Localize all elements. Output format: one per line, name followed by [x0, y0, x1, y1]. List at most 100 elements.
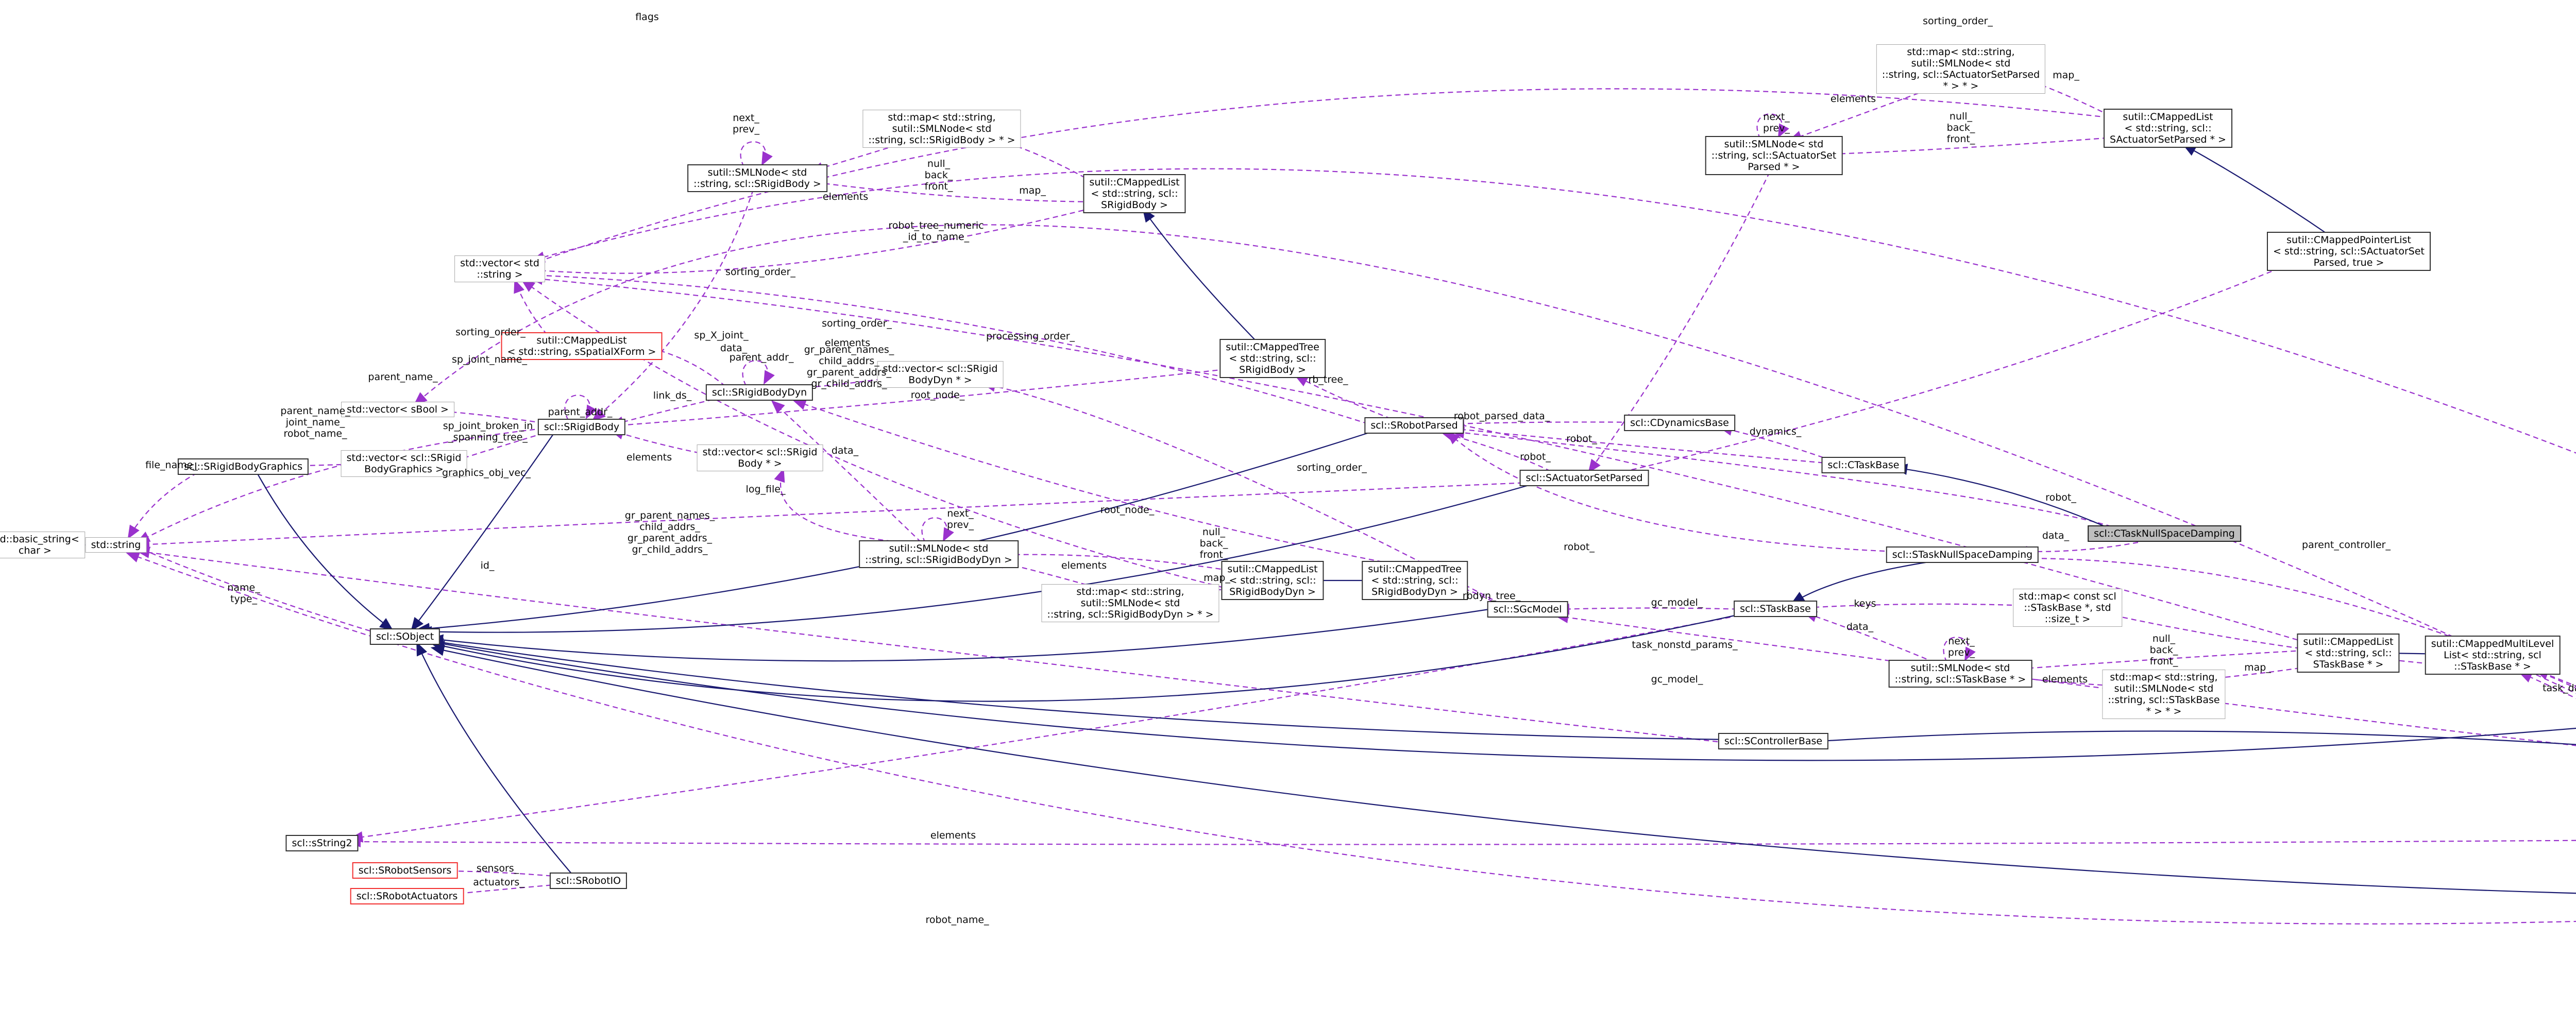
edge-label: dynamics_	[1749, 426, 1802, 437]
graph-node-ctasknsd[interactable]: scl::CTaskNullSpaceDamping	[2088, 525, 2241, 542]
graph-node-smlnode_staskbase[interactable]: sutil::SMLNode< std ::string, scl::STask…	[1888, 660, 2032, 688]
edge-label: robot_	[1566, 433, 1597, 444]
usage-edge	[1294, 374, 1392, 420]
edge-label: gc_model_	[1651, 597, 1703, 608]
edge-label: log_file_	[745, 484, 786, 495]
graph-node-srobotio[interactable]: scl::SRobotIO	[549, 873, 628, 889]
graph-node-srobotparsed[interactable]: scl::SRobotParsed	[1364, 417, 1464, 434]
graph-node-cmt_srb[interactable]: sutil::CMappedTree < std::string, scl:: …	[1219, 339, 1326, 378]
graph-node-cml_srb[interactable]: sutil::CMappedList < std::string, scl:: …	[1083, 174, 1186, 213]
graph-node-srbdyn[interactable]: scl::SRigidBodyDyn	[705, 384, 814, 401]
edge-label: null_ back_ front_	[1946, 111, 1975, 145]
graph-node-sstring2[interactable]: scl::sString2	[285, 835, 359, 851]
edge-label: parent_addr_	[548, 406, 613, 418]
edge-label: gr_parent_names_ child_addrs_ gr_parent_…	[804, 344, 894, 389]
graph-node-smlnode_actset[interactable]: sutil::SMLNode< std ::string, scl::SActu…	[1705, 136, 1843, 175]
graph-node-map_srb: std::map< std::string, sutil::SMLNode< s…	[862, 110, 1021, 148]
edge-label: keys	[1854, 598, 1876, 609]
usage-edge	[1446, 431, 1911, 553]
edge-label: map_	[2053, 70, 2079, 81]
edge-label: gc_model_	[1651, 674, 1703, 685]
graph-node-sactsetparsed[interactable]: scl::SActuatorSetParsed	[1519, 470, 1649, 486]
inheritance-edge	[1809, 730, 2576, 747]
edge-label: parent_addr_	[729, 352, 794, 363]
usage-edge	[135, 481, 1541, 550]
edge-label: parent_name_	[368, 371, 438, 383]
graph-node-cml_staskbase[interactable]: sutil::CMappedList < std::string, scl:: …	[2297, 634, 2400, 673]
graph-node-ctaskbase[interactable]: scl::CTaskBase	[1821, 457, 1906, 473]
edge-label: map_	[1019, 185, 1046, 196]
edge-label: elements	[1061, 560, 1107, 571]
graph-node-map_staskbase: std::map< std::string, sutil::SMLNode< s…	[2102, 670, 2226, 719]
graph-node-scontrollerbase[interactable]: scl::SControllerBase	[1718, 733, 1829, 749]
inheritance-edge	[418, 481, 1542, 638]
usage-edge	[981, 381, 1501, 604]
edge-label: data_	[720, 343, 748, 354]
usage-edge	[774, 468, 910, 544]
usage-edge	[990, 557, 1095, 588]
edge-label: elements	[824, 337, 871, 349]
graph-node-cmpl_actset[interactable]: sutil::CMappedPointerList < std::string,…	[2267, 232, 2431, 271]
usage-edge	[792, 399, 1392, 565]
edge-label: robot_name_	[925, 914, 989, 926]
graph-node-srobotactuators[interactable]: scl::SRobotActuators	[350, 888, 464, 904]
edge-label: task_nonstd_params_	[1632, 639, 1738, 651]
inheritance-edge	[1142, 208, 1258, 343]
graph-node-smlnode_srbdyn[interactable]: sutil::SMLNode< std ::string, scl::SRigi…	[859, 540, 1019, 568]
usage-edge	[2017, 75, 2126, 124]
graph-node-map_srbdyn: std::map< std::string, sutil::SMLNode< s…	[1041, 584, 1219, 622]
graph-node-cml_sspatial[interactable]: sutil::CMappedList < std::string, sSpati…	[501, 332, 663, 360]
graph-node-cml_actset[interactable]: sutil::CMappedList < std::string, scl:: …	[2104, 109, 2232, 148]
inheritance-edge	[429, 638, 2576, 761]
graph-node-sobject[interactable]: scl::SObject	[369, 628, 440, 645]
graph-node-vec_srbdyn: std::vector< scl::SRigid BodyDyn * >	[877, 361, 1004, 388]
usage-edge	[990, 549, 1239, 573]
usage-edge	[1788, 89, 1927, 142]
edge-label: id_	[480, 560, 495, 571]
edge-label: robot_	[1564, 541, 1595, 553]
edge-label: link_ds_	[653, 390, 692, 401]
graph-node-smlnode_srb[interactable]: sutil::SMLNode< std ::string, scl::SRigi…	[687, 164, 827, 192]
usage-edge	[609, 429, 717, 457]
graph-node-srigidbody[interactable]: scl::SRigidBody	[537, 419, 626, 435]
graph-node-cdynbase[interactable]: scl::CDynamicsBase	[1624, 415, 1735, 431]
usage-edge	[530, 88, 2127, 266]
usage-edge	[1803, 611, 1935, 663]
edge-label: sorting_order_	[725, 266, 795, 278]
edge-label: map_	[1204, 572, 1230, 584]
graph-node-srbgraphics[interactable]: scl::SRigidBodyGraphics	[177, 458, 309, 475]
edge-label: data_	[2042, 530, 2070, 541]
edge-label: rbdyn_tree_	[1462, 590, 1521, 602]
graph-node-cmt_srbdyn[interactable]: sutil::CMappedTree < std::string, scl:: …	[1362, 561, 1468, 600]
graph-node-sgcmodel[interactable]: scl::SGcModel	[1487, 601, 1568, 618]
inheritance-edge	[430, 612, 1747, 702]
edge-label: sp_joint_name_	[451, 354, 528, 365]
graph-node-srobotsensors[interactable]: scl::SRobotSensors	[352, 862, 458, 879]
graph-node-staskbase[interactable]: scl::STaskBase	[1734, 601, 1817, 617]
usage-edge	[1588, 172, 1770, 473]
inheritance-edge	[416, 641, 572, 875]
usage-edge	[530, 269, 1377, 427]
edge-label: null_ back_ front_	[1199, 526, 1228, 560]
graph-node-cmmll_staskbase[interactable]: sutil::CMappedMultiLevel List< std::stri…	[2425, 636, 2561, 675]
graph-node-stasknsd[interactable]: scl::STaskNullSpaceDamping	[1886, 546, 2039, 563]
inheritance-edge	[1893, 464, 2112, 531]
edge-label: file_name_	[145, 459, 198, 471]
edge-label: robot_	[1520, 451, 1551, 463]
usage-edge	[531, 168, 2576, 454]
graph-node-cml_srbdyn[interactable]: sutil::CMappedList < std::string, scl:: …	[1221, 561, 1324, 600]
edge-label: root_node_	[910, 389, 965, 401]
usage-edge	[1803, 601, 2030, 613]
edge-label: robot_tree_numeric _id_to_name_	[888, 220, 984, 243]
usage-edge	[1450, 424, 1833, 465]
usage-edge	[2008, 649, 2314, 675]
usage-edge	[349, 613, 1748, 843]
edge-label: processing_order_	[986, 331, 1075, 342]
edge-label: sp_X_joint_	[694, 330, 749, 341]
edge-label: robot_parsed_data_	[1453, 411, 1550, 422]
usage-edge	[609, 367, 1235, 431]
edge-label: elements	[2042, 674, 2088, 685]
graph-node-std_string: std::string	[85, 537, 147, 553]
edge-label: null_ back_ front_	[924, 158, 953, 192]
